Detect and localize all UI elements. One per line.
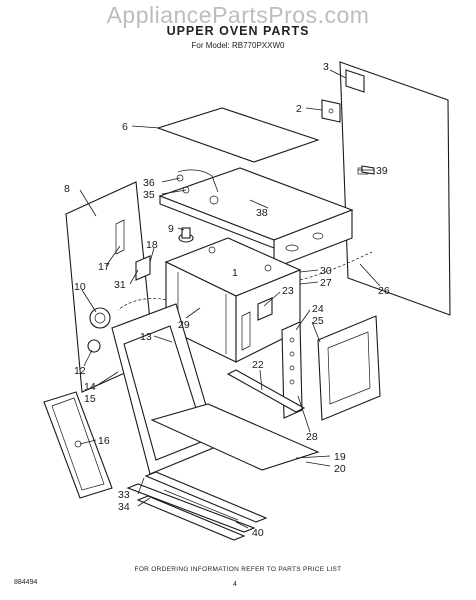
part-control-panel xyxy=(281,315,381,421)
callout-25: 25 xyxy=(312,315,324,327)
callout-19: 19 xyxy=(334,451,346,463)
callout-33: 33 xyxy=(118,489,130,501)
ordering-info: FOR ORDERING INFORMATION REFER TO PARTS … xyxy=(134,566,342,573)
callout-14: 14 xyxy=(84,381,96,393)
callout-20: 20 xyxy=(334,463,346,475)
part-broiler-rails xyxy=(126,471,268,541)
callout-2: 2 xyxy=(296,103,302,115)
callout-24: 24 xyxy=(312,303,324,315)
part-back-panel xyxy=(339,61,451,316)
watermark: AppliancePartsPros.com xyxy=(106,2,370,28)
callout-3: 3 xyxy=(323,61,329,73)
part-knobs xyxy=(87,255,151,353)
callout-17: 17 xyxy=(98,261,110,273)
leader-lines xyxy=(79,69,381,529)
part-wire-lead xyxy=(299,251,373,281)
callout-36: 36 xyxy=(143,177,155,189)
part-bracket xyxy=(321,99,341,123)
part-top-plate xyxy=(156,107,320,163)
callout-27: 27 xyxy=(320,277,332,289)
callout-1: 1 xyxy=(232,267,238,279)
callout-10: 10 xyxy=(74,281,86,293)
callout-28: 28 xyxy=(306,431,318,443)
callout-6: 6 xyxy=(122,121,128,133)
page-number: 4 xyxy=(233,581,237,588)
callout-16: 16 xyxy=(98,435,110,447)
callout-15: 15 xyxy=(84,393,96,405)
callout-38: 38 xyxy=(256,207,268,219)
part-top-insulation xyxy=(158,167,354,269)
callout-39: 39 xyxy=(376,165,388,177)
callout-18: 18 xyxy=(146,239,158,251)
part-rail xyxy=(226,369,306,413)
part-wire-lead-left xyxy=(117,298,167,311)
callout-9: 9 xyxy=(168,223,174,235)
part-light-bracket xyxy=(257,297,273,321)
callout-40: 40 xyxy=(252,527,264,539)
callout-30: 30 xyxy=(320,265,332,277)
callout-13: 13 xyxy=(140,331,152,343)
callout-35: 35 xyxy=(143,189,155,201)
callout-34: 34 xyxy=(118,501,130,513)
callout-labels: 3 2 6 39 36 35 38 9 8 17 18 31 10 12 1 3… xyxy=(64,61,390,539)
callout-12: 12 xyxy=(74,365,86,377)
part-tube xyxy=(176,169,219,194)
document-number: 884494 xyxy=(14,579,38,586)
callout-31: 31 xyxy=(114,279,126,291)
part-fitting xyxy=(178,227,194,243)
model-number: For Model: RB770PXXW0 xyxy=(191,41,285,50)
callout-29: 29 xyxy=(178,319,190,331)
callout-22: 22 xyxy=(252,359,264,371)
callout-23: 23 xyxy=(282,285,294,297)
callout-26: 26 xyxy=(378,285,390,297)
part-bottom-plate xyxy=(150,403,320,471)
diagram-title: UPPER OVEN PARTS xyxy=(166,24,310,38)
callout-8: 8 xyxy=(64,183,70,195)
